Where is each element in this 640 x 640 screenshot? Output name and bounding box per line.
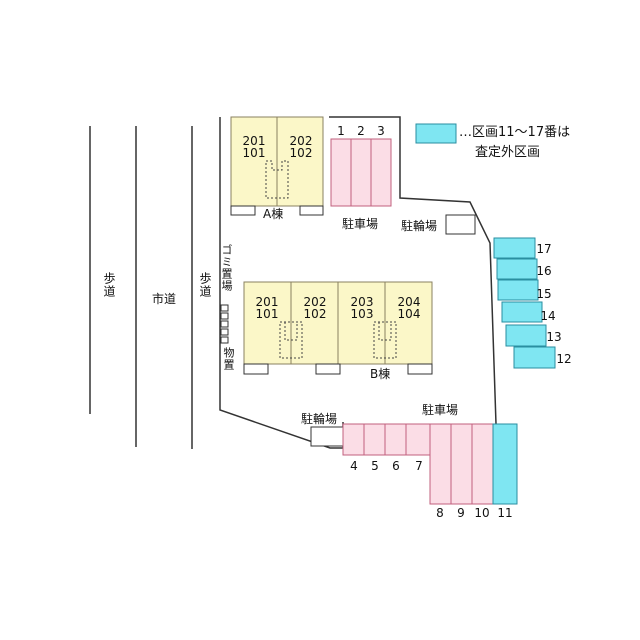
parking-number-16: 16 [536,264,552,278]
building-b-step-2 [315,363,341,375]
parking-space-14 [501,301,543,323]
parking-number-8: 8 [436,506,444,520]
building-b [243,281,433,375]
parking-number-12: 12 [556,352,572,366]
unit-lower-number: 103 [350,307,374,321]
parking-space-6 [384,423,407,456]
parking-bottom [342,423,518,505]
parking-number-6: 6 [392,459,400,473]
unit-upper-number: 202 [289,134,313,148]
parking-number-3: 3 [377,124,385,138]
sidewalk-left-label: 歩道 [102,272,116,298]
parking-space-15 [497,279,539,301]
garbage-area-label: ゴミ置場 [220,244,233,292]
building-a-unit-2: 202 102 [286,135,316,159]
parking-space-10 [471,423,494,505]
parking-space-9 [450,423,473,505]
parking-top [330,138,392,207]
parking-number-13: 13 [546,330,562,344]
unit-lower-number: 102 [303,307,327,321]
parking-space-2 [350,138,372,207]
parking-number-17: 17 [536,242,552,256]
unit-lower-number: 104 [397,307,421,321]
parking-space-13 [505,324,547,347]
bike-parking-bottom-box [310,426,346,447]
building-b-unit-4: 204 104 [394,296,424,320]
building-a-step-left [230,205,256,216]
building-a-unit-1: 201 101 [239,135,269,159]
parking-space-7 [405,423,431,456]
parking-number-14: 14 [540,309,556,323]
parking-right-excluded [493,237,556,369]
building-a-stairs [265,160,289,199]
parking-space-3 [370,138,392,207]
storage-shelves [220,304,229,344]
building-b-unit-1: 201 101 [252,296,282,320]
sidewalk-right-label: 歩道 [198,272,212,298]
parking-top-label: 駐車場 [342,217,379,231]
building-b-unit-2: 202 102 [300,296,330,320]
bike-parking-top-label: 駐輪場 [401,219,438,233]
parking-number-2: 2 [357,124,365,138]
parking-number-5: 5 [371,459,379,473]
unit-upper-number: 201 [255,295,279,309]
parking-bottom-label: 駐車場 [422,403,459,417]
bike-parking-bottom-label: 駐輪場 [301,412,338,426]
parking-space-8 [429,423,452,505]
unit-lower-number: 101 [242,146,266,160]
building-b-step-3 [407,363,433,375]
building-b-step-1 [243,363,269,375]
legend-line-1: …区画11～17番は [459,125,571,140]
parking-space-11 [492,423,518,505]
unit-upper-number: 203 [350,295,374,309]
unit-upper-number: 204 [397,295,421,309]
unit-lower-number: 101 [255,307,279,321]
unit-upper-number: 202 [303,295,327,309]
parking-number-11: 11 [497,506,513,520]
unit-lower-number: 102 [289,146,313,160]
building-a-label: A棟 [263,207,284,221]
building-b-unit-3: 203 103 [347,296,377,320]
unit-upper-number: 201 [242,134,266,148]
parking-space-17 [493,237,536,259]
legend-swatch [415,123,457,144]
building-b-label: B棟 [370,367,391,381]
parking-space-4 [342,423,365,456]
parking-number-9: 9 [457,506,465,520]
property-boundary-right [329,116,497,425]
parking-number-4: 4 [350,459,358,473]
parking-number-7: 7 [415,459,423,473]
building-a-step-right [299,205,324,216]
storage-label: 物置 [222,347,235,371]
legend-line-2: 査定外区画 [475,145,541,160]
building-b-stairs-left [279,321,303,359]
parking-number-15: 15 [536,287,552,301]
building-a [230,116,324,216]
parking-number-10: 10 [474,506,490,520]
parking-number-1: 1 [337,124,345,138]
building-b-stairs-right [373,321,397,359]
city-road-label: 市道 [152,292,177,306]
parking-space-16 [496,258,538,280]
parking-space-12 [513,346,556,369]
bike-parking-top-box [445,214,476,235]
parking-space-1 [330,138,352,207]
parking-space-5 [363,423,386,456]
